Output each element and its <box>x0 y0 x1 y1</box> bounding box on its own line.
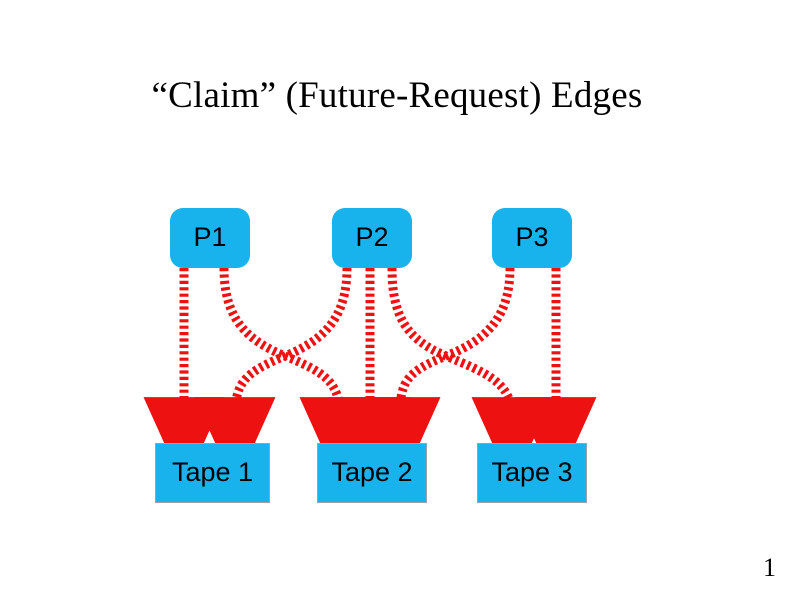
resource-node-tape2-label: Tape 2 <box>331 456 413 487</box>
page-number: 1 <box>763 553 776 582</box>
edge-p3-tape2 <box>359 267 515 488</box>
edge-layer <box>143 267 597 488</box>
edge-p1-tape2 <box>219 267 381 488</box>
process-node-p1[interactable]: P1 <box>170 208 250 268</box>
process-node-p1-label: P1 <box>193 221 227 252</box>
process-node-p2[interactable]: P2 <box>332 208 412 268</box>
resource-node-tape2[interactable]: Tape 2 <box>317 443 427 503</box>
page-title: “Claim” (Future-Request) Edges <box>151 75 643 116</box>
process-node-p3-label: P3 <box>515 221 549 252</box>
process-node-p3[interactable]: P3 <box>492 208 572 268</box>
resource-node-tape1[interactable]: Tape 1 <box>155 443 270 503</box>
resource-node-tape1-label: Tape 1 <box>171 456 254 487</box>
resource-node-tape3-label: Tape 3 <box>491 456 573 487</box>
process-node-p2-label: P2 <box>355 221 389 252</box>
edge-p2-tape1 <box>194 267 352 488</box>
edge-p2-tape3 <box>387 267 553 488</box>
resource-node-tape3[interactable]: Tape 3 <box>477 443 587 503</box>
